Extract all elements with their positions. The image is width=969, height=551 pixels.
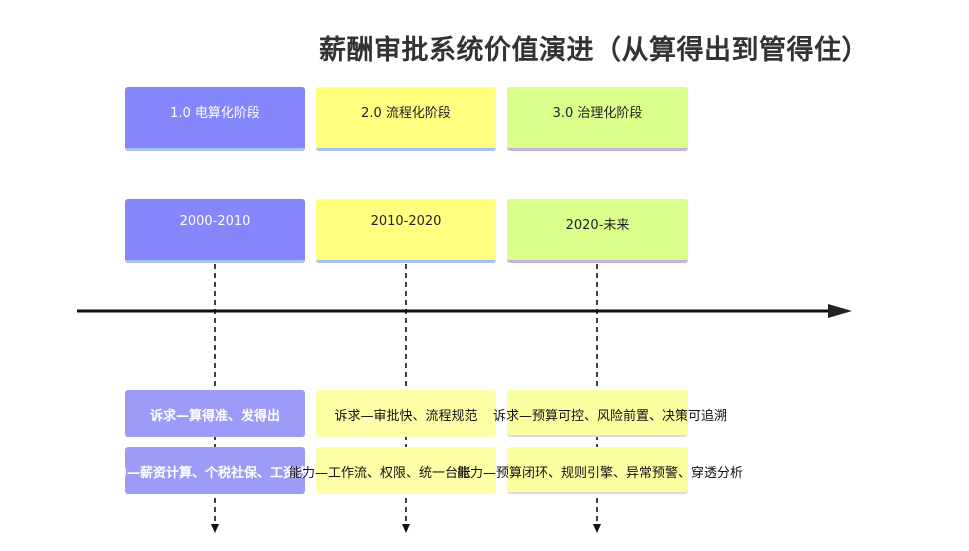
demand-3-text: 诉求—预算可控、风险前置、决策可追溯: [492, 409, 728, 424]
demand-2-box: [316, 390, 496, 437]
capability-1-text: 能力—薪资计算、个税社保、工资表: [100, 466, 310, 481]
period-3-label: 2020-未来: [565, 218, 630, 233]
connector-3-arrow: [593, 524, 601, 533]
demand-1-text: 诉求—算得准、发得出: [149, 409, 281, 424]
connector-2-arrow: [402, 524, 410, 533]
capability-3-box: [507, 447, 688, 494]
demand-1-box: [125, 390, 305, 437]
period-1-label: 2000-2010: [179, 214, 251, 229]
connector-1-arrow: [211, 524, 219, 533]
capability-2-text: 能力—工作流、权限、统一台账: [288, 466, 472, 481]
period-3-box: 2020-未来: [507, 199, 688, 263]
capability-3-text: 能力—预算闭环、规则引擎、异常预警、穿透分析: [456, 466, 744, 481]
demand-2-text: 诉求—审批快、流程规范: [334, 409, 478, 424]
capability-2-box: [316, 447, 496, 494]
demand-3-box: [507, 390, 688, 437]
stage-2-label: 2.0 流程化阶段: [361, 106, 451, 121]
capability-1-box: [125, 447, 305, 494]
timeline-arrowhead: [828, 304, 852, 318]
diagram-title: 薪酬审批系统价值演进（从算得出到管得住）: [319, 35, 869, 66]
stage-1-box: 1.0 电算化阶段: [125, 87, 305, 151]
stage-3-box: 3.0 治理化阶段: [507, 87, 688, 151]
stage-3-label: 3.0 治理化阶段: [552, 106, 643, 121]
stage-2-box: 2.0 流程化阶段: [316, 87, 496, 151]
period-2-label: 2010-2020: [370, 214, 442, 229]
period-1-box: 2000-2010: [125, 199, 305, 263]
period-2-box: 2010-2020: [316, 199, 496, 263]
stage-1-label: 1.0 电算化阶段: [170, 106, 260, 121]
